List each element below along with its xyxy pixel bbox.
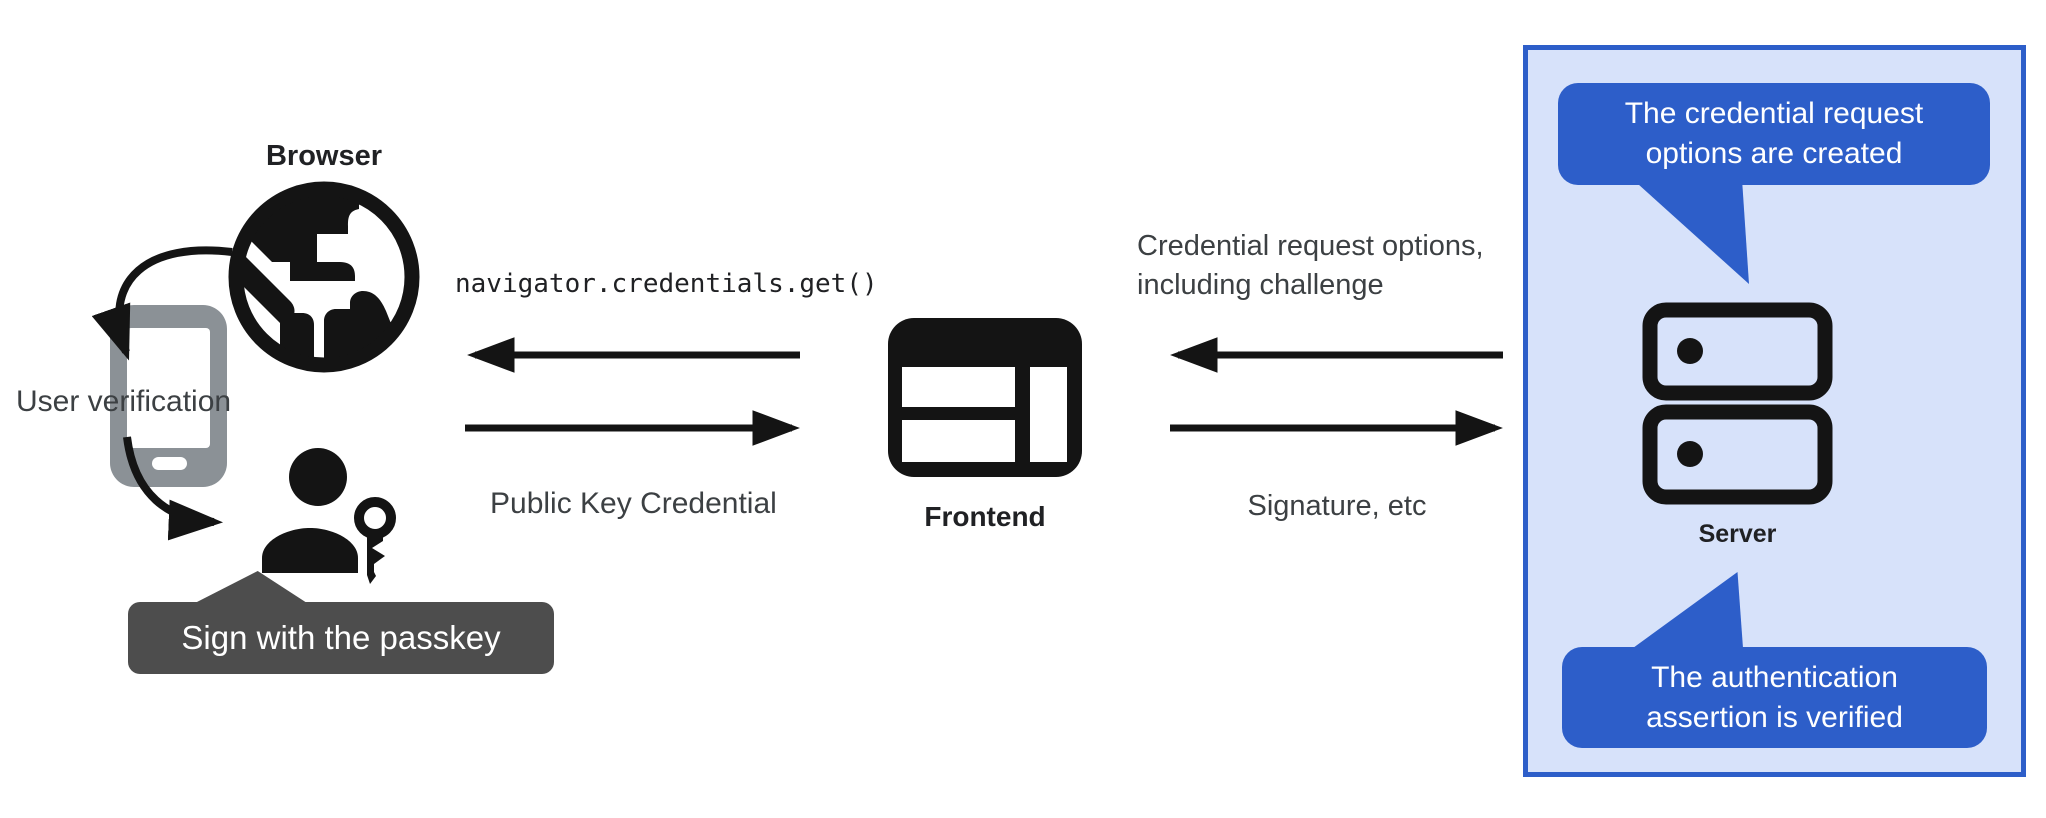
- server-rack-icon: [1642, 302, 1833, 505]
- code-call-label: navigator.credentials.get(): [455, 269, 878, 299]
- user-verification-label: User verification: [16, 385, 232, 418]
- web-window-icon: [888, 318, 1082, 477]
- passkey-tooltip: Sign with the passkey: [128, 602, 554, 674]
- browser-label: Browser: [265, 140, 383, 172]
- key-shaft: [367, 532, 385, 584]
- person-head: [289, 448, 347, 506]
- smartphone-screen: [127, 328, 210, 448]
- credential-request-line2: including challenge: [1137, 269, 1384, 301]
- smartphone-home-bar: [152, 457, 187, 470]
- key-ring: [354, 497, 396, 539]
- server-note-bottom-line1: The authentication: [1651, 661, 1898, 694]
- credential-request-label: Credential request options, including ch…: [1137, 227, 1484, 305]
- signature-label: Signature, etc: [1247, 490, 1427, 522]
- frontend-label: Frontend: [924, 501, 1046, 532]
- server-note-top-line2: options are created: [1645, 137, 1903, 170]
- server-note-top: The credential request options are creat…: [1558, 83, 1990, 185]
- server-note-top-line1: The credential request: [1624, 97, 1924, 130]
- credential-request-line1: Credential request options,: [1137, 230, 1484, 262]
- public-key-credential-label: Public Key Credential: [490, 487, 777, 520]
- server-note-bottom-line2: assertion is verified: [1646, 701, 1903, 734]
- server-label: Server: [1698, 520, 1777, 548]
- person-passkey-icon: [262, 448, 396, 584]
- server-note-bottom: The authentication assertion is verified: [1562, 647, 1987, 748]
- globe-icon: [228, 181, 420, 373]
- person-body: [262, 528, 358, 573]
